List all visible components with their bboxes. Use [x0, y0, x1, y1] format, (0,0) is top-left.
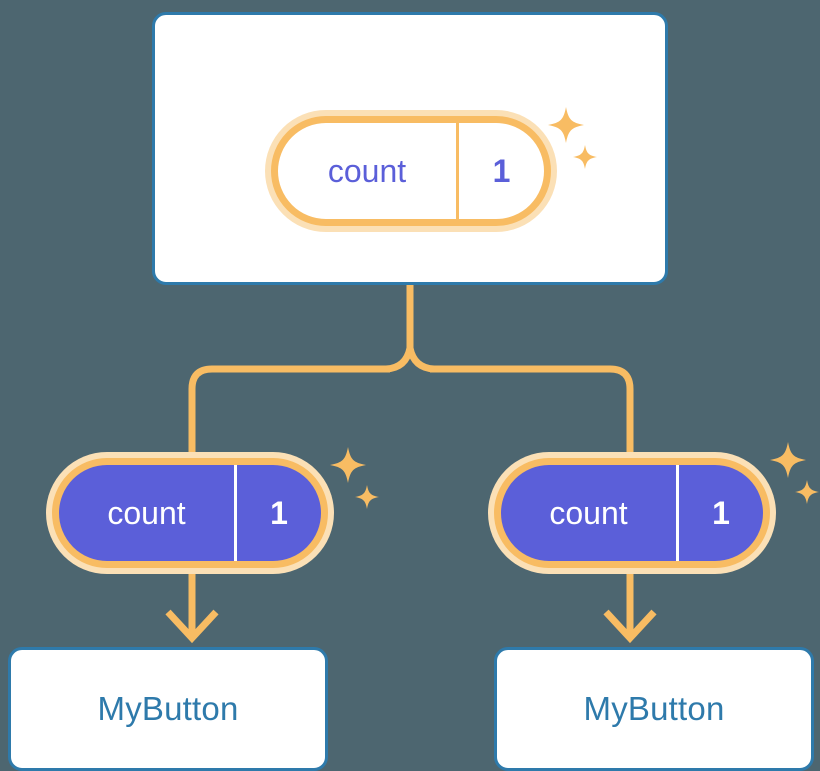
component-card-mybutton-right[interactable]: MyButton — [494, 647, 814, 771]
arrow-down-icon-right — [603, 609, 657, 644]
state-pill-body: count 1 — [494, 458, 770, 568]
state-value-label: 1 — [712, 494, 730, 531]
state-pill-body: count 1 — [52, 458, 328, 568]
component-label-mybutton: MyButton — [583, 690, 725, 727]
state-pill-divider — [456, 123, 459, 219]
state-pill-divider — [676, 465, 679, 561]
component-card-mybutton-left[interactable]: MyButton — [8, 647, 328, 771]
arrow-down-icon-left — [165, 609, 219, 644]
state-pill-divider — [234, 465, 237, 561]
component-label-mybutton: MyButton — [97, 690, 239, 727]
state-pill-branch-left[interactable]: count 1 — [46, 452, 334, 574]
state-value-label: 1 — [270, 494, 288, 531]
branch-connector-left — [188, 365, 390, 455]
state-key-label: count — [327, 152, 407, 189]
state-pill-myapp[interactable]: count 1 — [265, 110, 557, 232]
state-key-label: count — [107, 494, 186, 531]
state-key-label: count — [549, 494, 628, 531]
state-pill-body: count 1 — [271, 116, 551, 226]
branch-connector-right — [430, 365, 634, 455]
state-pill-branch-right[interactable]: count 1 — [488, 452, 776, 574]
state-value-label: 1 — [492, 152, 511, 189]
